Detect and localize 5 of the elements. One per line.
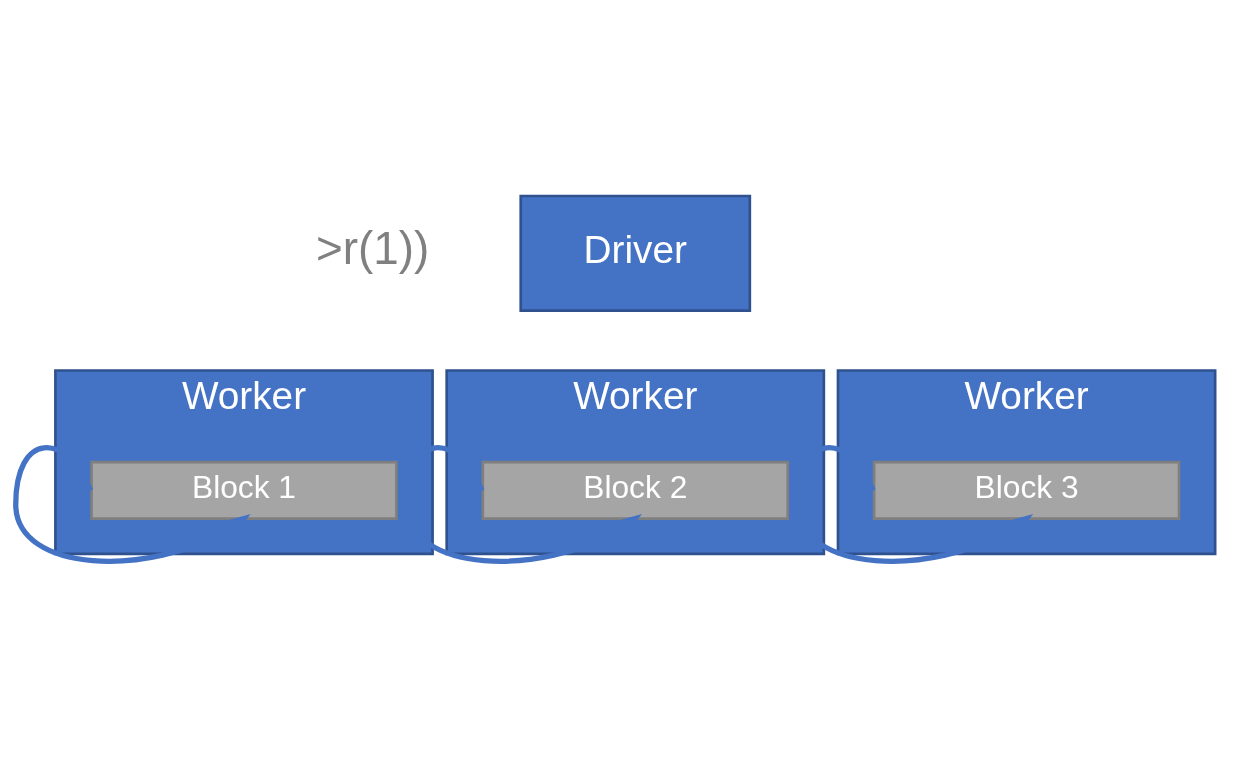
node-box: Block 1 — [90, 460, 398, 520]
node-box: Block 3 — [872, 460, 1181, 520]
label: >r(1)) — [316, 223, 430, 275]
node-box: Driver — [519, 194, 752, 312]
node-box: Block 2 — [481, 460, 790, 520]
